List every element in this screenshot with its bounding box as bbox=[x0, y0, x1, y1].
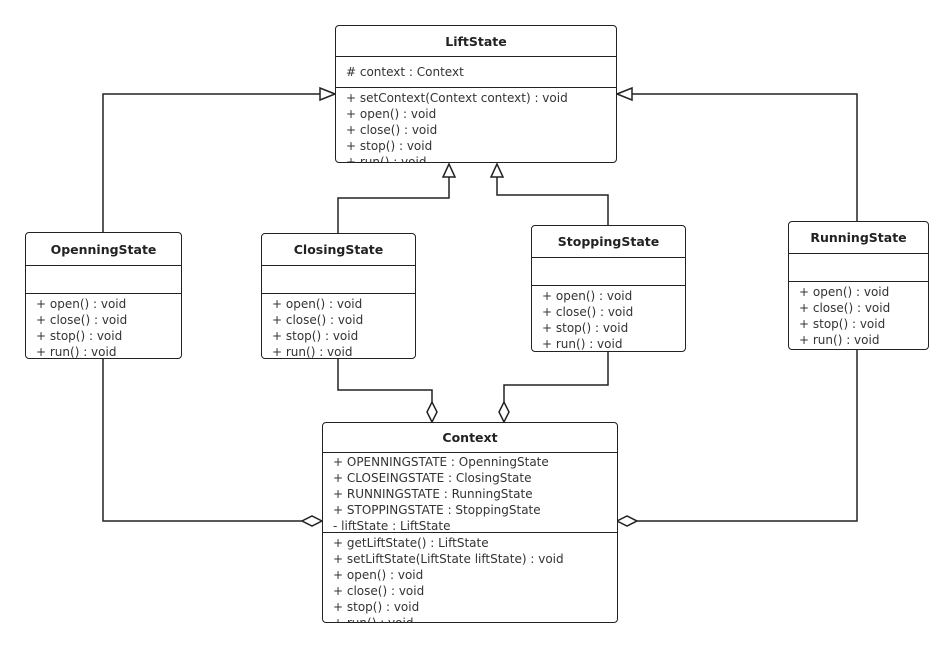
method: + close() : void bbox=[36, 313, 128, 327]
inheritance-arrow bbox=[319, 86, 338, 102]
generalization-running-liftstate bbox=[629, 93, 858, 221]
method: + close() : void bbox=[346, 123, 438, 137]
attribute: + CLOSEINGSTATE : ClosingState bbox=[333, 471, 532, 485]
method: + stop() : void bbox=[272, 329, 359, 343]
aggregation-closing-context bbox=[337, 358, 433, 402]
aggregation-diamond bbox=[426, 400, 438, 424]
class-openningstate[interactable]: OpenningState + open() : void + close() : … bbox=[25, 232, 182, 359]
generalization-openning-liftstate bbox=[102, 93, 323, 232]
inheritance-arrow bbox=[614, 86, 633, 102]
attributes-section bbox=[789, 254, 928, 282]
method: + close() : void bbox=[333, 584, 425, 598]
class-name: LiftState bbox=[336, 26, 616, 57]
method: + open() : void bbox=[799, 285, 890, 299]
method: + run() : void bbox=[333, 616, 414, 623]
method: + stop() : void bbox=[346, 139, 433, 153]
aggregation-diamond bbox=[615, 515, 639, 527]
attribute: - liftState : LiftState bbox=[333, 519, 451, 533]
method: + stop() : void bbox=[799, 317, 886, 331]
attribute: + OPENNINGSTATE : OpenningState bbox=[333, 455, 549, 469]
methods-section: + getLiftState() : LiftState + setLiftSta… bbox=[323, 533, 617, 623]
class-name: Context bbox=[323, 423, 617, 453]
method: + open() : void bbox=[346, 107, 437, 121]
generalization-stopping-liftstate bbox=[496, 176, 609, 225]
method: + run() : void bbox=[799, 333, 880, 347]
class-runningstate[interactable]: RunningState + open() : void + close() : v… bbox=[788, 221, 929, 350]
class-closingstate[interactable]: ClosingState + open() : void + close() : v… bbox=[261, 233, 416, 359]
methods-section: + open() : void + close() : void + stop() … bbox=[789, 282, 928, 348]
method: + stop() : void bbox=[36, 329, 123, 343]
method: + getLiftState() : LiftState bbox=[333, 536, 489, 550]
methods-section: + open() : void + close() : void + stop() … bbox=[262, 294, 415, 359]
class-name: StoppingState bbox=[532, 226, 685, 258]
method: + stop() : void bbox=[333, 600, 420, 614]
attributes-section: + OPENNINGSTATE : OpenningState + CLOSEIN… bbox=[323, 453, 617, 533]
aggregation-openning-context bbox=[102, 358, 302, 522]
method: + run() : void bbox=[272, 345, 353, 359]
method: + open() : void bbox=[36, 297, 127, 311]
attributes-section: # context : Context bbox=[336, 57, 616, 88]
class-stoppingstate[interactable]: StoppingState + open() : void + close() : … bbox=[531, 225, 686, 352]
class-name: RunningState bbox=[789, 222, 928, 254]
method: + open() : void bbox=[333, 568, 424, 582]
attribute: + RUNNINGSTATE : RunningState bbox=[333, 487, 533, 501]
method: + close() : void bbox=[799, 301, 891, 315]
aggregation-diamond bbox=[300, 515, 324, 527]
method: + open() : void bbox=[542, 289, 633, 303]
methods-section: + open() : void + close() : void + stop() … bbox=[532, 286, 685, 351]
inheritance-arrow bbox=[489, 162, 505, 178]
method: + run() : void bbox=[542, 337, 623, 351]
method: + setLiftState(LiftState liftState) : vo… bbox=[333, 552, 564, 566]
attributes-section bbox=[532, 258, 685, 286]
method: + open() : void bbox=[272, 297, 363, 311]
class-name: ClosingState bbox=[262, 234, 415, 266]
attributes-section bbox=[262, 266, 415, 294]
class-context[interactable]: Context+ OPENNINGSTATE : OpenningState+ … bbox=[322, 422, 618, 623]
methods-section: + setContext(Context context) : void + op… bbox=[336, 88, 616, 163]
attributes-section bbox=[26, 266, 181, 294]
aggregation-running-context bbox=[637, 349, 858, 522]
class-liftstate[interactable]: LiftState # context : Context + setContext… bbox=[335, 25, 617, 163]
inheritance-arrow bbox=[441, 162, 457, 178]
method: + run() : void bbox=[36, 345, 117, 359]
method: + run() : void bbox=[346, 155, 427, 163]
method: + close() : void bbox=[272, 313, 364, 327]
class-name: OpenningState bbox=[26, 233, 181, 266]
attribute: # context : Context bbox=[346, 65, 464, 79]
method: + stop() : void bbox=[542, 321, 629, 335]
generalization-closing-liftstate bbox=[337, 176, 450, 233]
aggregation-diamond bbox=[498, 400, 510, 424]
attribute: + STOPPINGSTATE : StoppingState bbox=[333, 503, 541, 517]
method: + close() : void bbox=[542, 305, 634, 319]
methods-section: + open() : void + close() : void + stop() … bbox=[26, 294, 181, 359]
method: + setContext(Context context) : void bbox=[346, 91, 568, 105]
aggregation-stopping-context bbox=[503, 351, 609, 402]
